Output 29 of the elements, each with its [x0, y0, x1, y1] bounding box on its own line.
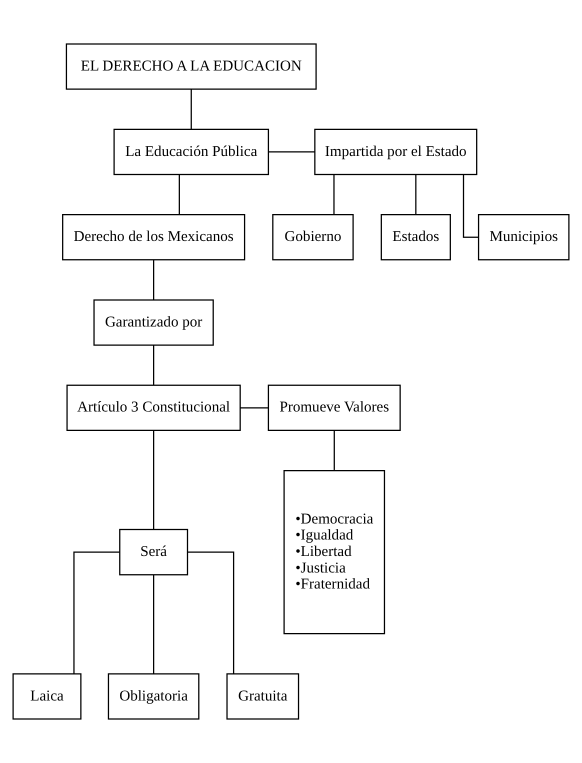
node-box: Municipios [478, 214, 570, 260]
connector [190, 89, 192, 129]
node-box: Estados [380, 214, 451, 260]
connector [73, 552, 120, 674]
connector [153, 260, 154, 300]
connector [268, 151, 315, 153]
node-box: Derecho de los Mexicanos [62, 214, 246, 260]
connector [153, 345, 154, 385]
connector [188, 552, 234, 674]
node-box: La Educación Pública [113, 128, 270, 176]
connector [178, 174, 180, 214]
node-box: Laica [12, 673, 82, 720]
connector [333, 174, 335, 214]
connector [462, 174, 478, 238]
node-box: Será [119, 528, 188, 576]
node-box: Obligatoria [108, 673, 200, 720]
connector [334, 430, 335, 470]
connector [415, 174, 416, 214]
node-box: Promueve Valores [268, 384, 401, 432]
node-box: Impartida por el Estado [314, 128, 478, 176]
node-box: Gobierno [272, 214, 354, 260]
connector [240, 407, 268, 408]
node-box: Artículo 3 Constitucional [66, 384, 241, 432]
node-box: EL DERECHO A LA EDUCACION [66, 43, 317, 90]
node-box: Garantizado por [93, 299, 214, 346]
connector [153, 430, 154, 530]
node-box: Gratuita [226, 673, 300, 720]
node-box: •Democracia •Igualdad •Libertad •Justicia •Fraternidad [283, 470, 386, 634]
connector [153, 574, 154, 674]
